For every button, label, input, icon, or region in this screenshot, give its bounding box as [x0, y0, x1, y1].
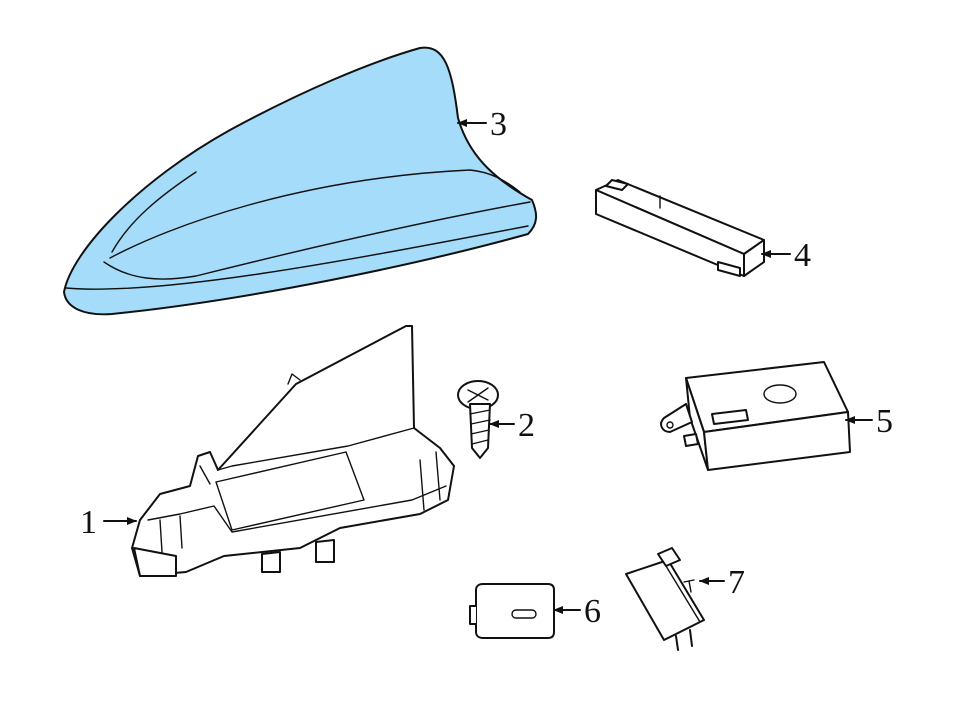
relay7-body: [625, 559, 705, 641]
callout-6: 6: [584, 593, 601, 630]
module5-label: [711, 409, 749, 425]
cover-inner-line: [103, 201, 531, 280]
control-module-part[interactable]: [660, 361, 851, 471]
callout-4: 4: [794, 237, 811, 274]
relay-part[interactable]: [625, 547, 705, 651]
module5-mount-tab: [660, 403, 693, 433]
screw-part[interactable]: [457, 380, 499, 459]
antenna-base-part[interactable]: [131, 325, 455, 577]
callout-3: 3: [490, 106, 507, 143]
callout-2: 2: [518, 407, 535, 444]
relay7-face-line: [665, 565, 701, 623]
screw-head-cross: [467, 387, 489, 403]
callout-5: 5: [876, 403, 893, 440]
cap6-body: [475, 583, 555, 639]
cap6-slot: [511, 609, 537, 619]
module4-clip: [717, 261, 741, 277]
base-connector-right: [315, 539, 335, 563]
cover-ridge-line: [109, 169, 521, 259]
base-front-block: [133, 547, 177, 577]
antenna-cover-shape: [63, 46, 538, 316]
cap6-tab: [469, 605, 476, 625]
receiver-module-part[interactable]: [595, 179, 765, 277]
base-fin-notch: [287, 373, 301, 385]
base-housing: [131, 325, 455, 577]
module4-end: [743, 239, 765, 277]
base-board-window: [215, 451, 365, 531]
antenna-cover-part[interactable]: [63, 46, 538, 316]
module5-connector-pin: [683, 433, 699, 447]
base-side-ribs: [159, 451, 441, 553]
module4-connector: [605, 179, 629, 191]
module5-side: [703, 411, 851, 471]
module5-mount-hole: [666, 421, 674, 429]
relay7-marking: [683, 579, 695, 593]
callout-labels: 1 2 3 4 5 6 7: [80, 106, 893, 630]
relay7-top-tab: [657, 547, 681, 567]
callout-1: 1: [80, 504, 97, 541]
relay7-pins: [675, 629, 693, 651]
base-fin-edge: [199, 427, 415, 485]
callout-7: 7: [728, 564, 745, 601]
callout-leaders: [103, 119, 873, 614]
screw-shank: [469, 403, 491, 459]
module5-round-vent: [763, 384, 797, 404]
screw-threads: [469, 409, 491, 445]
cover-front-crease: [111, 171, 197, 253]
base-lower-rim: [147, 485, 447, 533]
cover-base-edge: [65, 225, 529, 290]
connector-cap-part[interactable]: [469, 583, 555, 639]
base-connector-left: [261, 551, 281, 573]
